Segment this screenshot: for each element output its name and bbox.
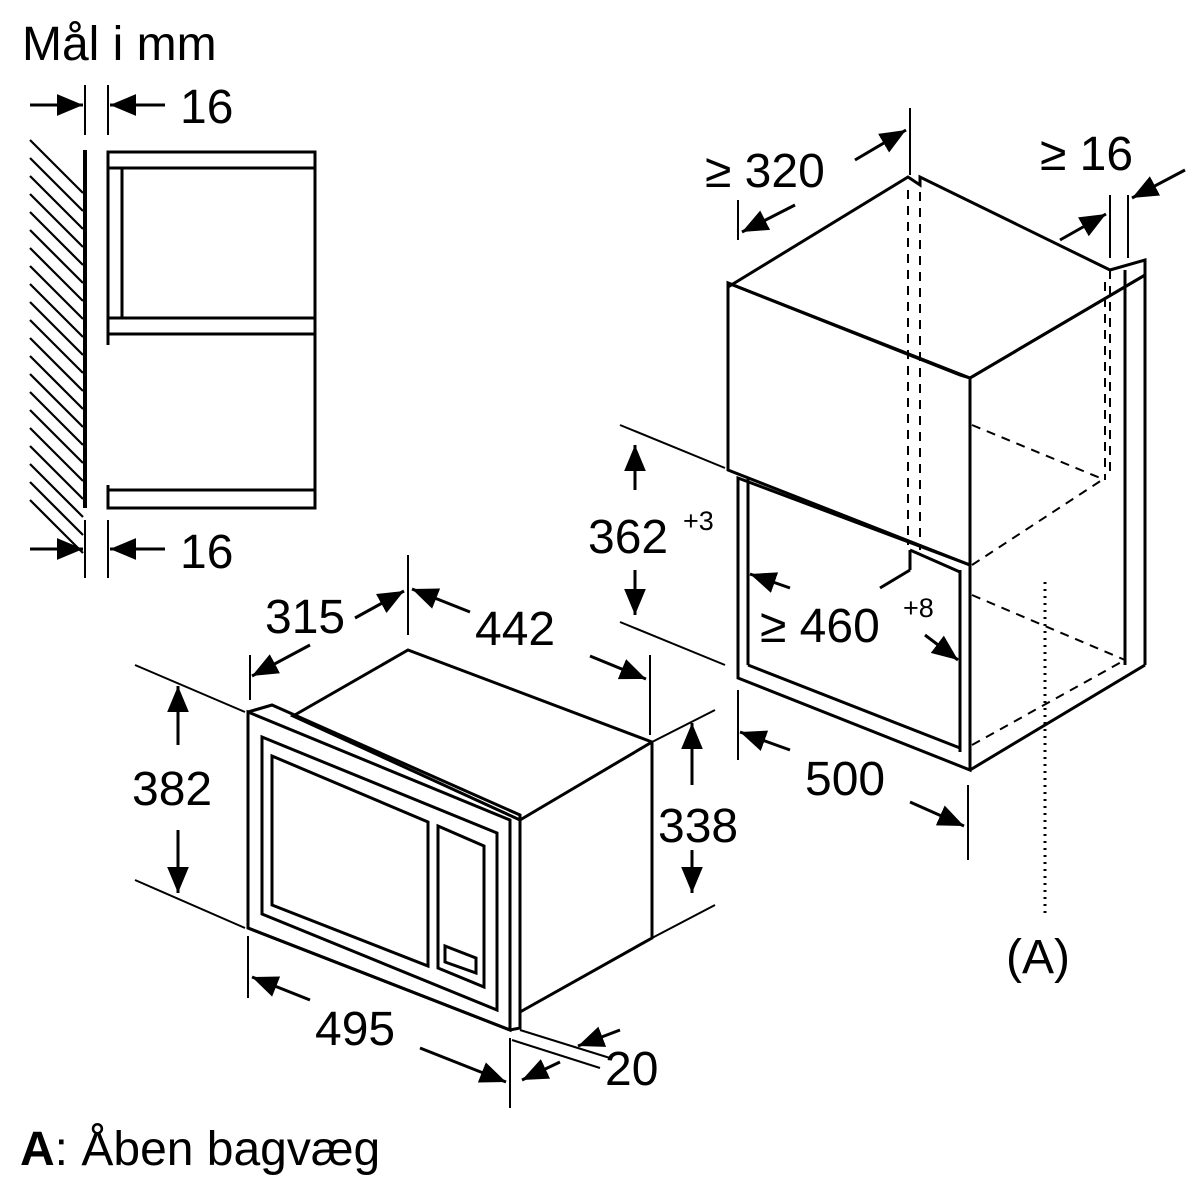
oven-width-label: 442 [475, 603, 555, 656]
oven-depth-label: 315 [265, 591, 345, 644]
hatch-line [29, 355, 84, 410]
frame-depth-label: 20 [605, 1043, 658, 1096]
control-panel [436, 823, 486, 990]
hatch-line [29, 373, 84, 428]
hatch-line [29, 337, 84, 392]
upper-cabinet-side [106, 166, 124, 320]
hatch-line [29, 481, 84, 536]
niche-width-tolerance: +8 [903, 593, 934, 623]
niche-height-label: 362 [588, 511, 668, 564]
hatch-line [29, 463, 84, 518]
hatch-line [29, 211, 84, 266]
upper-board [726, 280, 972, 568]
hatch-line [29, 229, 84, 284]
microwave-appliance: 315 442 382 338 495 20 [132, 555, 738, 1108]
legend: A: Åben bagvæg [20, 1122, 380, 1177]
display-window [443, 943, 478, 976]
hatch-line [29, 175, 84, 230]
hatch-line [29, 265, 84, 320]
hatch-line [29, 445, 84, 500]
niche-width-label: ≥ 460 [760, 600, 880, 653]
hatch-line [29, 409, 84, 464]
niche-side-label: ≥ 16 [1040, 128, 1133, 181]
hatch-line [29, 139, 84, 194]
unit-title: Mål i mm [22, 18, 217, 71]
frame-height-label: 382 [132, 763, 212, 816]
open-back-callout: (A) [1006, 931, 1070, 984]
hatch-line [29, 193, 84, 248]
wall-hatching [29, 139, 84, 554]
hatch-line [29, 319, 84, 374]
niche-depth-label: ≥ 320 [705, 145, 825, 198]
upper-cabinet [106, 150, 317, 336]
hatch-line [29, 157, 84, 212]
hatch-line [29, 301, 84, 356]
hatch-line [29, 247, 84, 302]
microwave-door-window [270, 753, 430, 969]
side-section-view: 16 16 [29, 81, 340, 579]
niche-height-tolerance: +3 [683, 506, 714, 536]
legend-text: Åben bagvæg [68, 1123, 381, 1176]
cabinet-width-label: 500 [805, 753, 885, 806]
cabinet-niche: ≥ 320 ≥ 16 362 +3 ≥ 460 +8 500 (A) [588, 108, 1186, 984]
hatch-line [29, 283, 84, 338]
hatch-line [29, 427, 84, 482]
legend-separator: : [54, 1123, 69, 1176]
legend-key: A [20, 1123, 55, 1176]
oven-height-label: 338 [658, 800, 738, 853]
frame-width-label: 495 [315, 1003, 395, 1056]
hatch-line [29, 391, 84, 446]
side-top-gap-label: 16 [180, 81, 233, 134]
side-bottom-gap-label: 16 [180, 526, 233, 579]
